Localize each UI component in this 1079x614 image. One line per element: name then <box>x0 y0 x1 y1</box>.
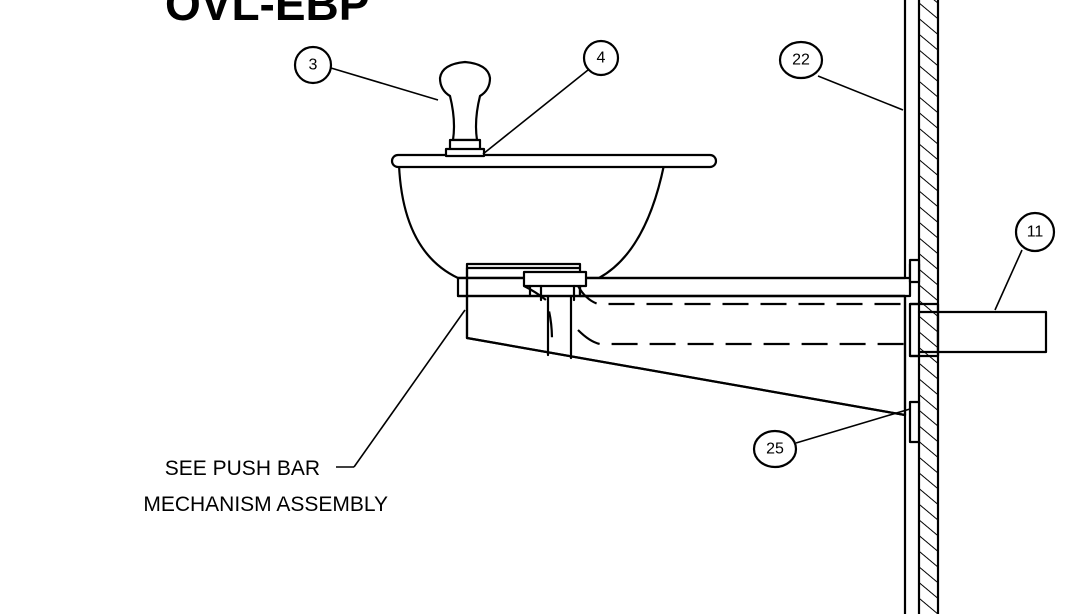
valve-stem <box>522 270 588 360</box>
svg-text:3: 3 <box>309 57 318 74</box>
callout-22: 22 <box>778 40 904 111</box>
note-line-1: SEE PUSH BAR <box>165 457 320 480</box>
callout-11: 11 <box>994 211 1056 311</box>
drawing-title: OVL-EBP <box>165 0 369 30</box>
push-button <box>438 60 492 158</box>
svg-text:22: 22 <box>792 52 810 69</box>
svg-text:25: 25 <box>766 441 784 458</box>
callout-4: 4 <box>482 39 620 155</box>
waste-tube <box>908 302 1048 358</box>
fountain-bowl <box>390 153 718 280</box>
svg-text:4: 4 <box>597 50 606 67</box>
svg-text:11: 11 <box>1027 224 1044 241</box>
waste-tube-hidden <box>523 285 905 346</box>
callout-25: 25 <box>752 408 911 469</box>
note-line-2: MECHANISM ASSEMBLY <box>143 493 388 516</box>
callout-3: 3 <box>293 45 439 101</box>
note-leader <box>336 309 466 468</box>
